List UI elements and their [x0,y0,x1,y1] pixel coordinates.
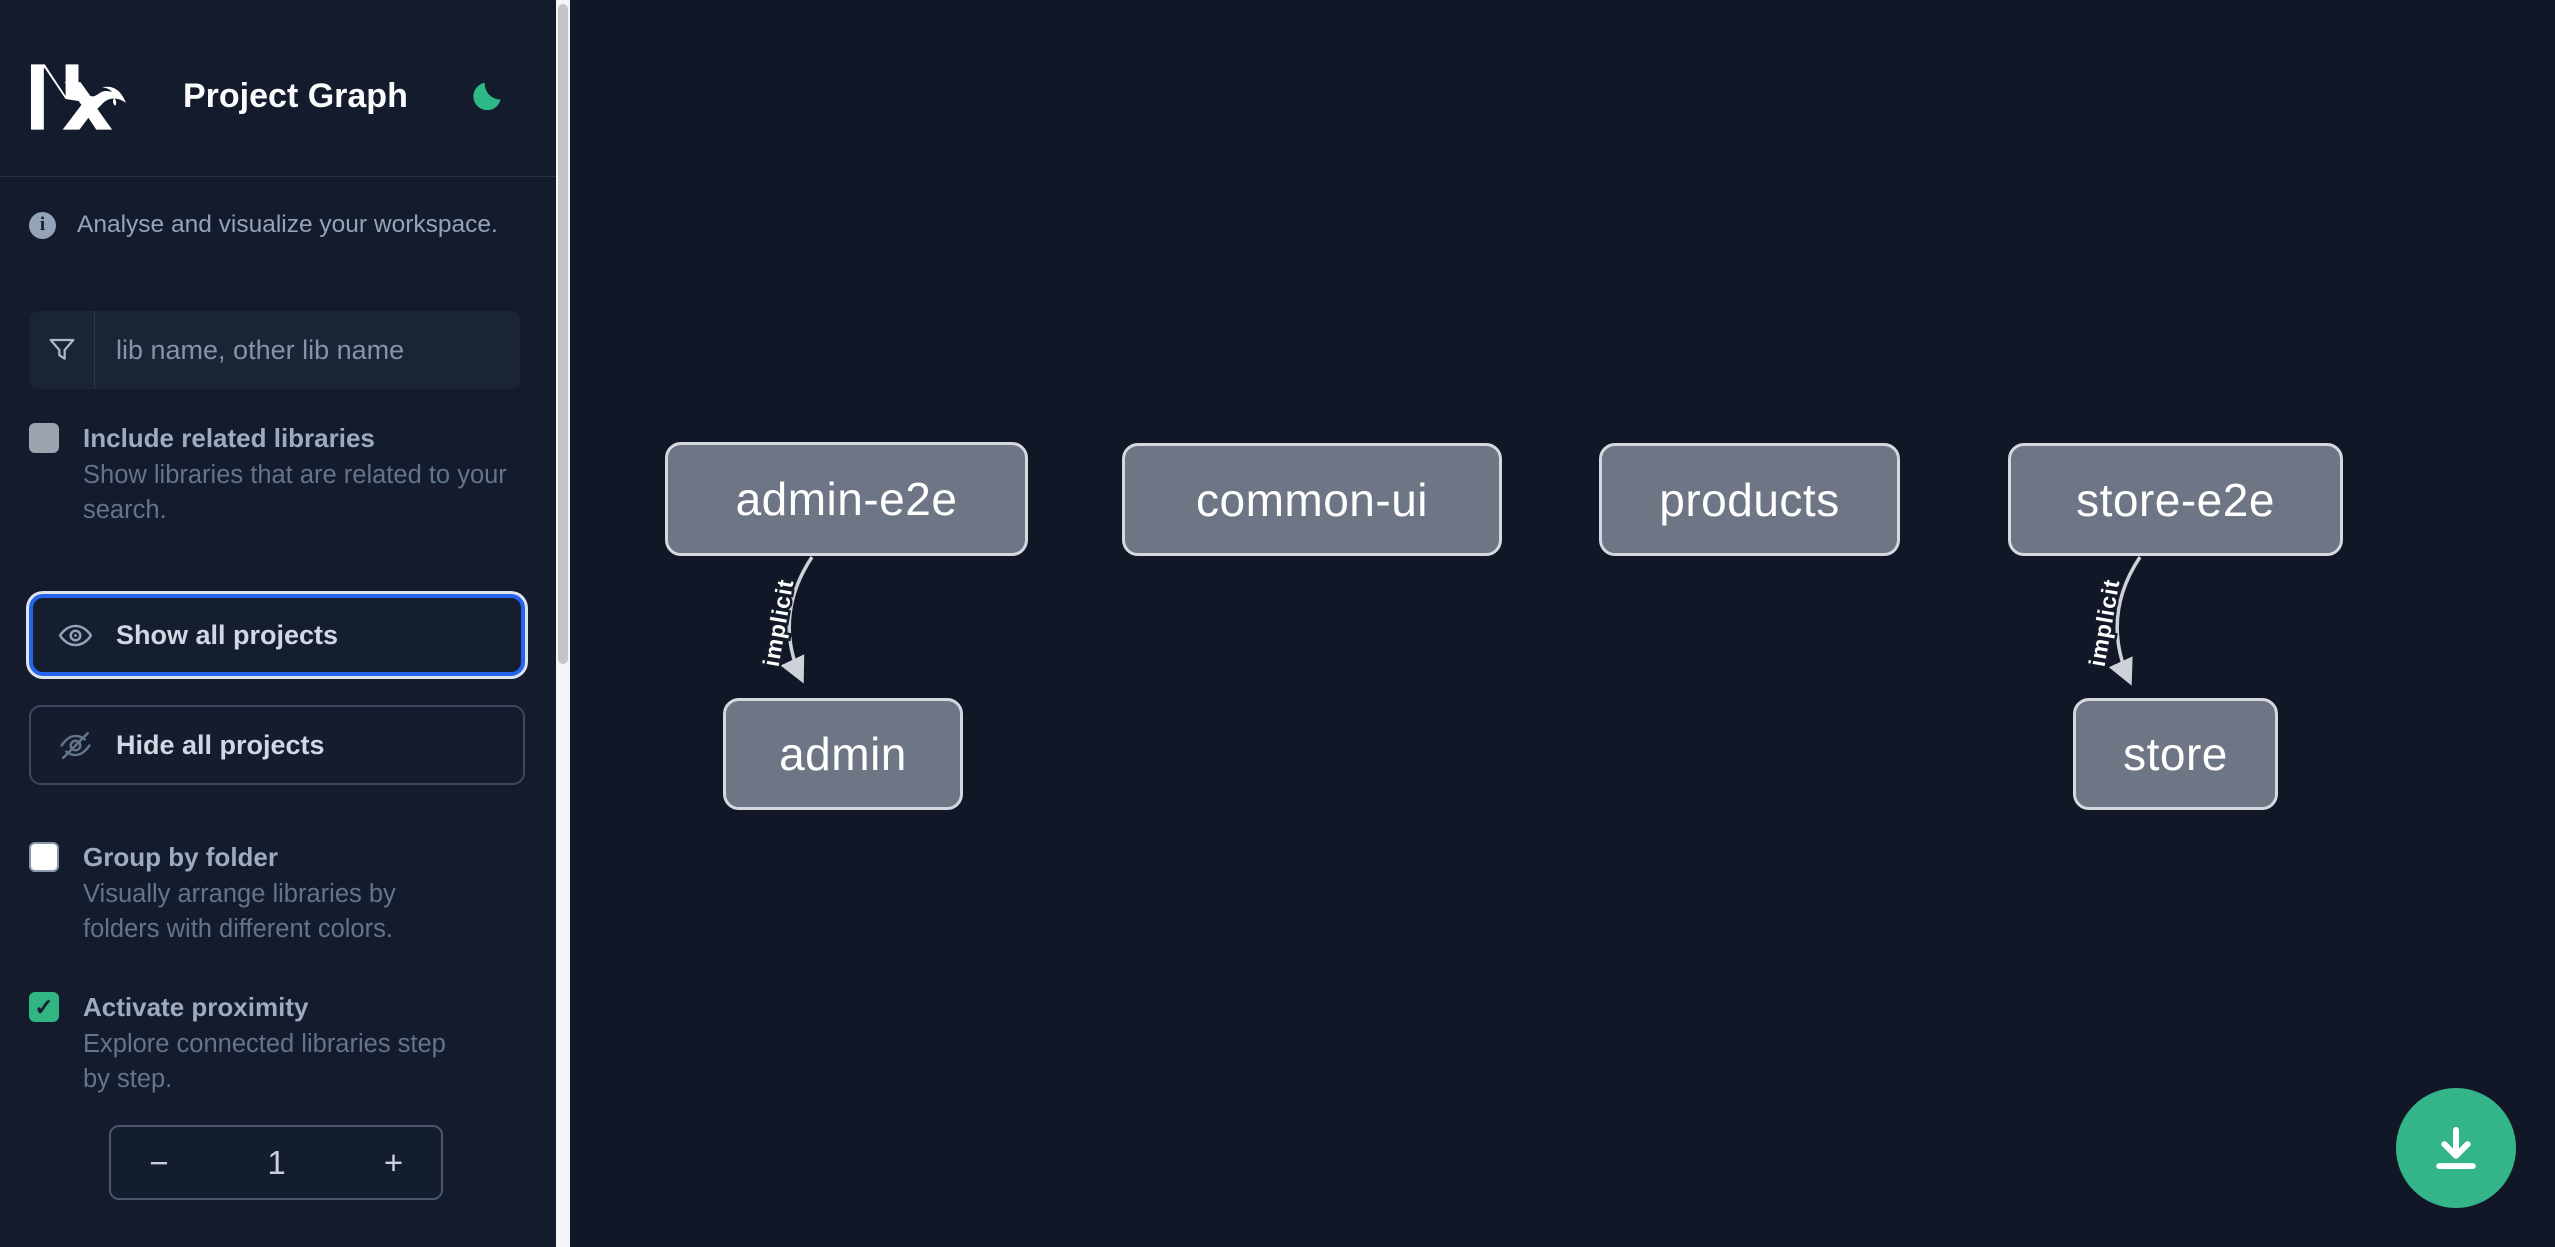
include-related-checkbox [29,423,59,453]
option-activate-proximity: Activate proximity Explore connected lib… [29,990,556,1097]
sidebar-scrollbar-track [556,0,570,1247]
eye-off-icon [57,727,94,764]
workspace-tagline-row: Analyse and visualize your workspace. [29,211,529,239]
graph-node-admin[interactable]: admin [723,698,963,810]
hide-all-projects-button[interactable]: Hide all projects [29,705,525,785]
moon-icon [473,82,501,111]
option-description: Explore connected libraries step by step… [83,1030,446,1093]
graph-node-store-e2e[interactable]: store-e2e [2008,443,2343,556]
hide-all-projects-label: Hide all projects [116,729,325,760]
app-header: Project Graph [0,0,556,177]
proximity-value: 1 [267,1143,286,1181]
activate-proximity-checkbox[interactable] [29,992,59,1022]
option-label: Group by folder [83,842,278,872]
group-by-folder-checkbox[interactable] [29,842,59,872]
nx-logo-icon [30,64,126,130]
option-label: Activate proximity [83,992,309,1022]
graph-node-store[interactable]: store [2073,698,2278,810]
filter-bar [30,311,520,389]
proximity-decrement-button[interactable]: − [111,1127,207,1198]
option-include-related-libraries: Include related libraries Show libraries… [29,421,556,528]
option-label: Include related libraries [83,423,375,453]
graph-edge-admin-e2e-admin[interactable] [780,556,814,684]
filter-input[interactable] [95,311,520,389]
funnel-icon [30,311,95,389]
sidebar-scrollbar-thumb[interactable] [558,4,568,664]
eye-icon [57,617,94,654]
page-title: Project Graph [183,76,408,115]
workspace-tagline: Analyse and visualize your workspace. [77,211,498,238]
show-all-projects-button[interactable]: Show all projects [29,594,525,676]
graph-edge-store-e2e-store[interactable] [2108,556,2142,686]
proximity-stepper: − 1 + [109,1125,443,1200]
option-group-by-folder: Group by folder Visually arrange librari… [29,840,556,947]
proximity-increment-button[interactable]: + [346,1127,441,1198]
graph-node-products[interactable]: products [1599,443,1900,556]
theme-toggle-button[interactable] [470,78,506,114]
sidebar: Project Graph Analyse and visualize your… [0,0,556,1247]
graph-node-common-ui[interactable]: common-ui [1122,443,1502,556]
info-icon [29,211,56,239]
download-graph-button[interactable] [2396,1088,2516,1208]
option-description: Visually arrange libraries by folders wi… [83,880,396,943]
show-all-projects-label: Show all projects [116,619,339,650]
download-icon [2436,1126,2476,1170]
option-description: Show libraries that are related to your … [83,461,507,524]
graph-node-admin-e2e[interactable]: admin-e2e [665,442,1028,556]
